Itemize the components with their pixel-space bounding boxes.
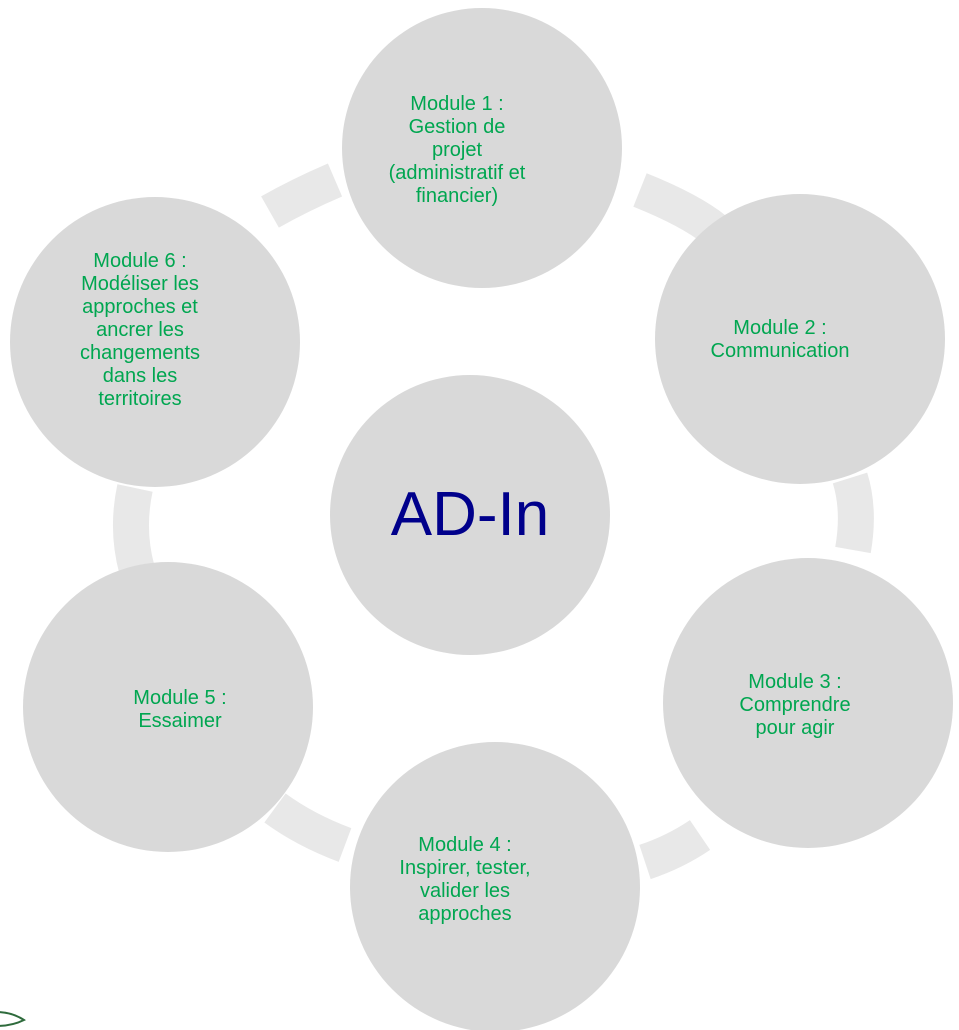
module-6-label: Module 6 : Modéliser les approches et an… (79, 249, 201, 410)
connector-arc-4-5 (264, 793, 352, 862)
module-4-label: Module 4 : Inspirer, tester, valider les… (399, 834, 531, 925)
module-5-circle (23, 562, 313, 852)
center-label: AD-In (390, 480, 550, 549)
module-1-circle (342, 8, 622, 288)
module-2-circle (655, 194, 945, 484)
connector-arc-5-6 (113, 484, 155, 575)
module-3-circle (663, 558, 953, 848)
module-1-label: Module 1 : Gestion de projet (administra… (388, 92, 526, 207)
module-3-label: Module 3 : Comprendre pour agir (739, 670, 851, 739)
corner-logo-fragment-icon (0, 1011, 26, 1027)
module-4-circle (350, 742, 640, 1030)
connector-arc-2-3 (832, 472, 874, 554)
connector-arc-6-1 (261, 163, 343, 228)
module-5-label: Module 5 : Essaimer (133, 687, 227, 732)
center-circle (330, 375, 610, 655)
module-6-circle (10, 197, 300, 487)
connector-arc-1-2 (633, 173, 727, 245)
connector-ring (113, 163, 874, 880)
connector-arc-3-4 (639, 819, 711, 880)
module-2-label: Module 2 : Communication (710, 317, 850, 362)
